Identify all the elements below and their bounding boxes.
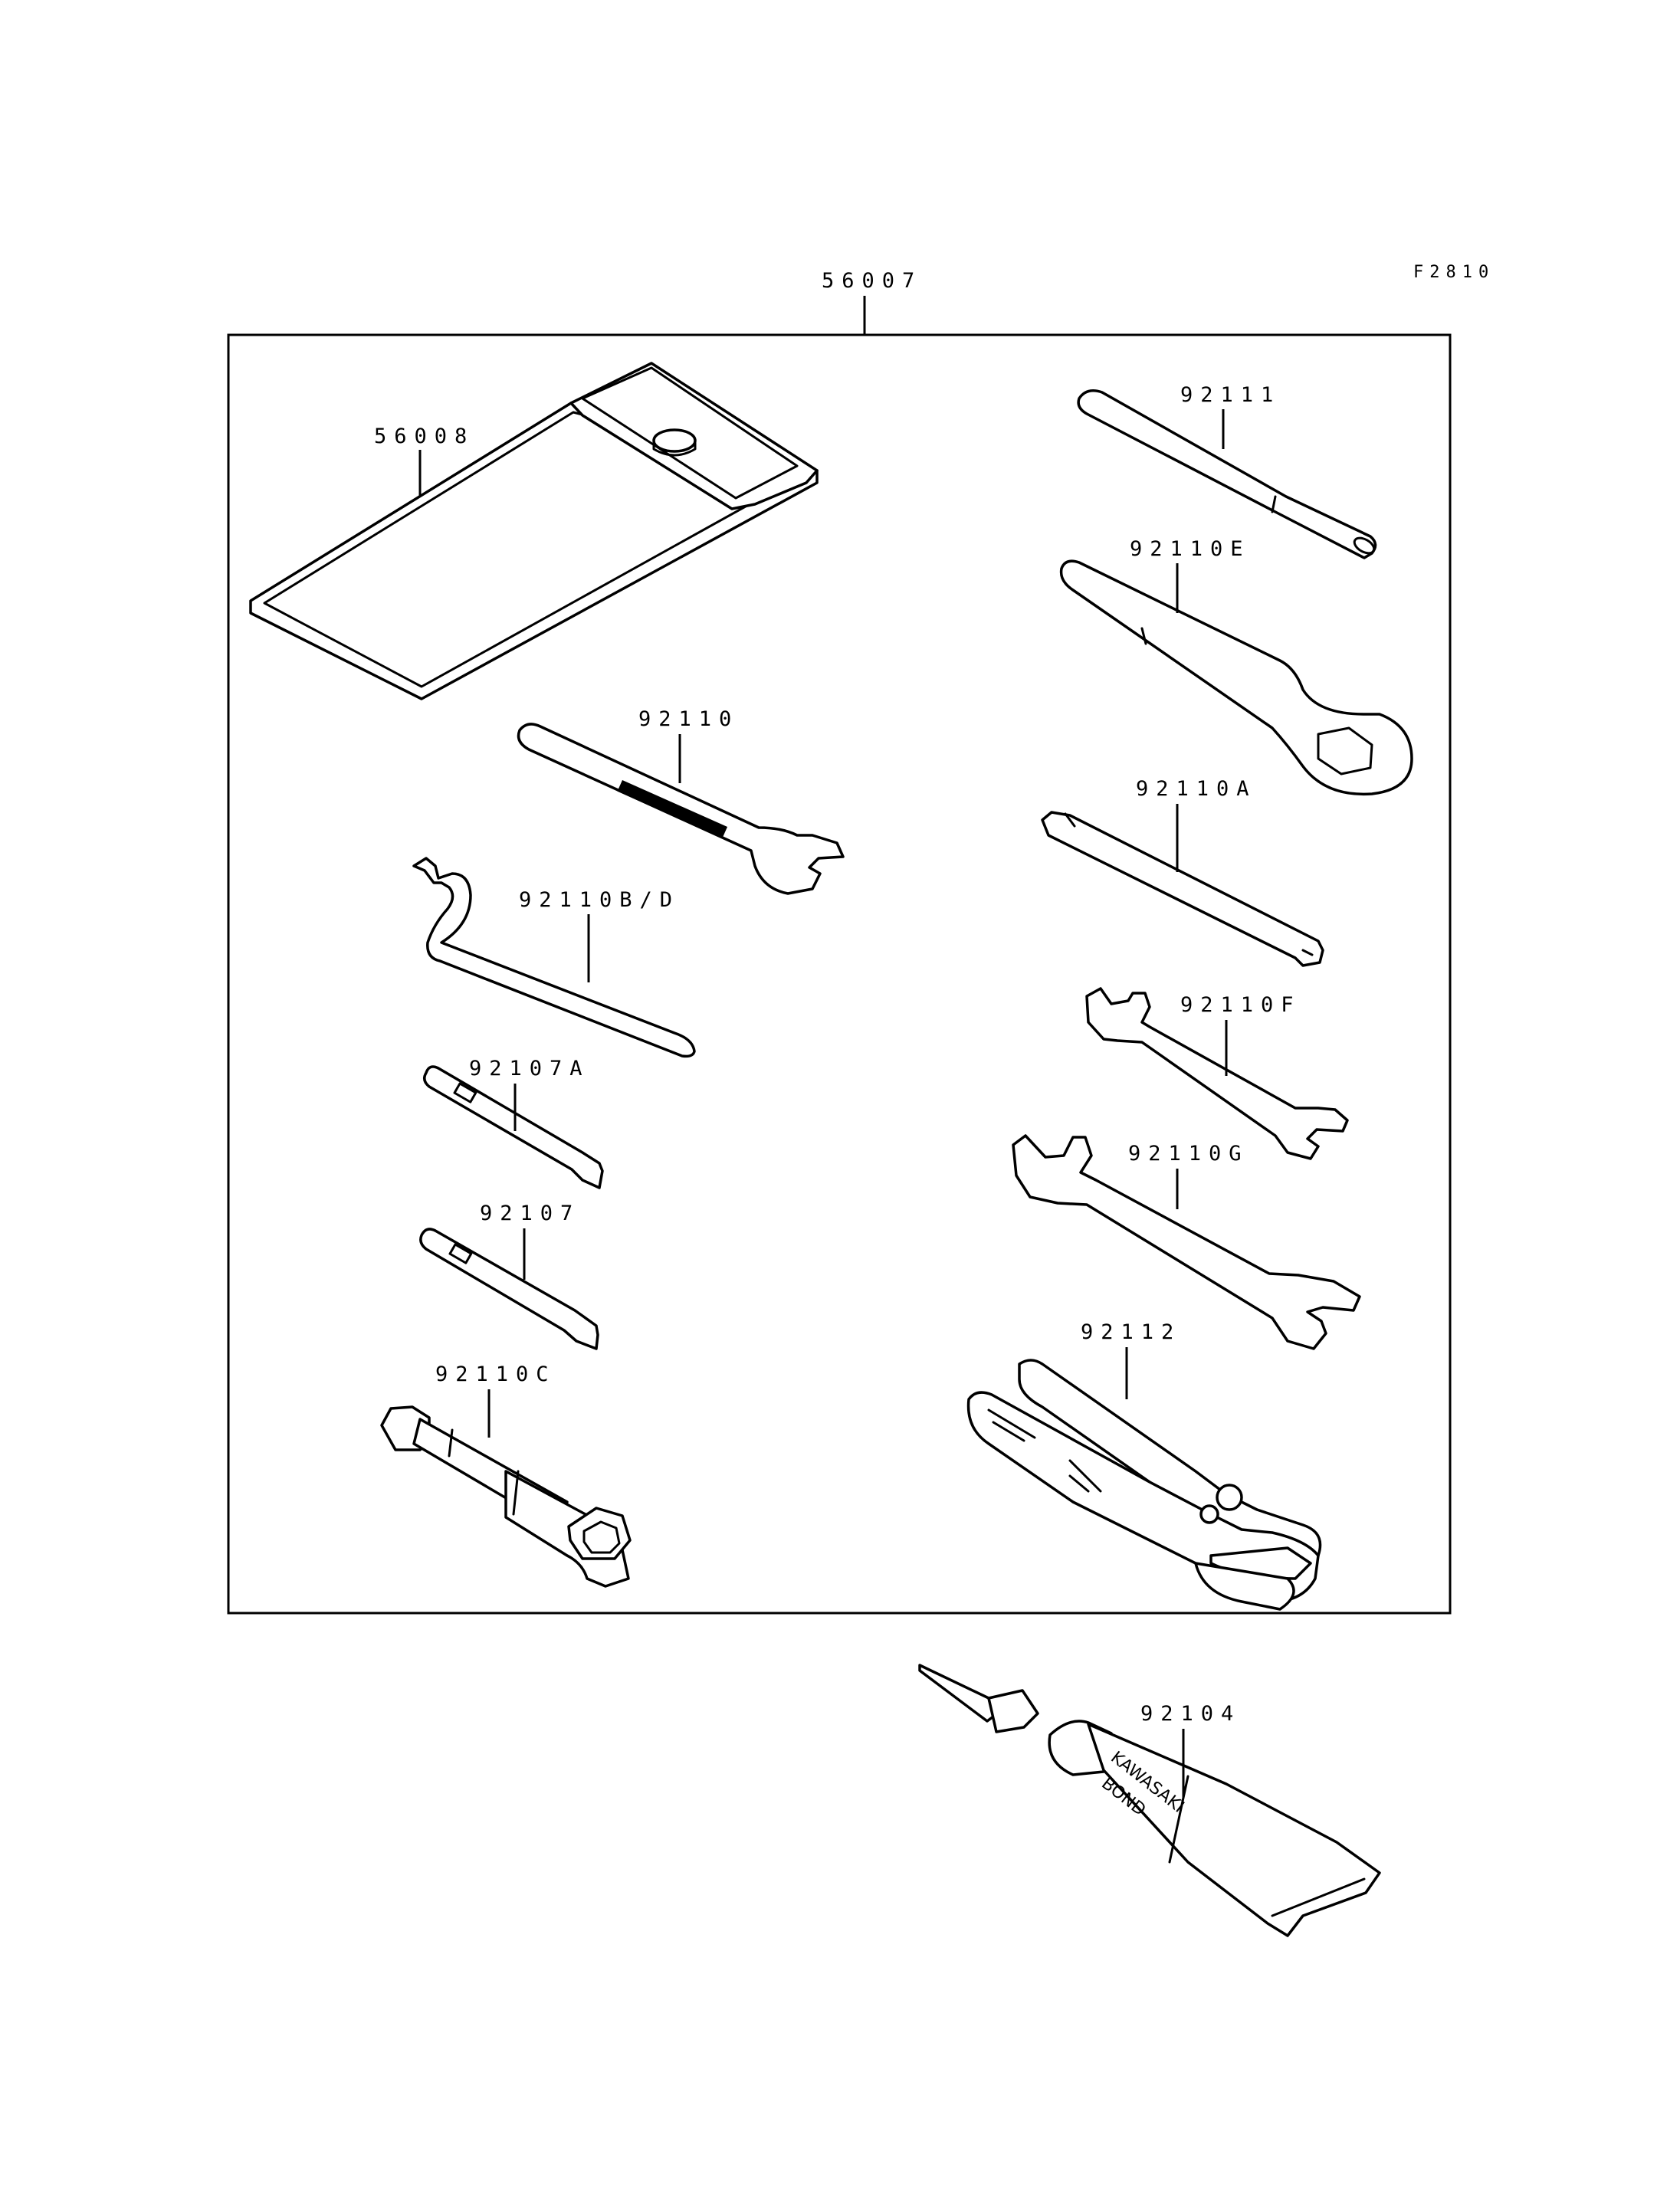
- spark-plug-wrench-label: 92110C: [435, 1362, 556, 1386]
- handle-label: 92111: [1180, 383, 1281, 407]
- open-wrench-g-drawing: [1012, 1134, 1361, 1350]
- box-wrench-label: 92110E: [1130, 537, 1251, 561]
- flat-wrench-drawing: [1041, 811, 1324, 967]
- screwdriver-bit-a-drawing: [423, 1065, 604, 1189]
- pouch-label: 56008: [374, 425, 474, 448]
- figure-code: F2810: [1413, 263, 1495, 282]
- pliers-drawing: [966, 1359, 1322, 1611]
- screwdriver-bit-label: 92107: [480, 1202, 580, 1225]
- hook-wrench-label: 92110B/D: [519, 888, 680, 912]
- screwdriver-bit-drawing: [419, 1228, 599, 1350]
- spanner-92110-drawing: [517, 723, 845, 895]
- plug-wrench-handle-drawing: [1077, 389, 1377, 559]
- pliers-label: 92112: [1081, 1320, 1181, 1344]
- bond-tube-label: 92104: [1140, 1702, 1241, 1726]
- open-wrench-f-label: 92110F: [1180, 993, 1301, 1017]
- spanner-92110-label: 92110: [638, 707, 739, 731]
- tool-pouch-drawing: [249, 362, 819, 700]
- spark-plug-wrench-drawing: [380, 1405, 632, 1588]
- open-wrench-f-drawing: [1085, 987, 1349, 1160]
- hook-wrench-drawing: [412, 857, 696, 1058]
- kit-part-label: 56007: [822, 269, 922, 293]
- box-wrench-drawing: [1059, 559, 1413, 796]
- kit-frame: [227, 333, 1452, 1615]
- open-wrench-g-label: 92110G: [1128, 1142, 1249, 1166]
- flat-wrench-label: 92110A: [1136, 777, 1257, 801]
- screwdriver-bit-a-label: 92107A: [469, 1057, 590, 1080]
